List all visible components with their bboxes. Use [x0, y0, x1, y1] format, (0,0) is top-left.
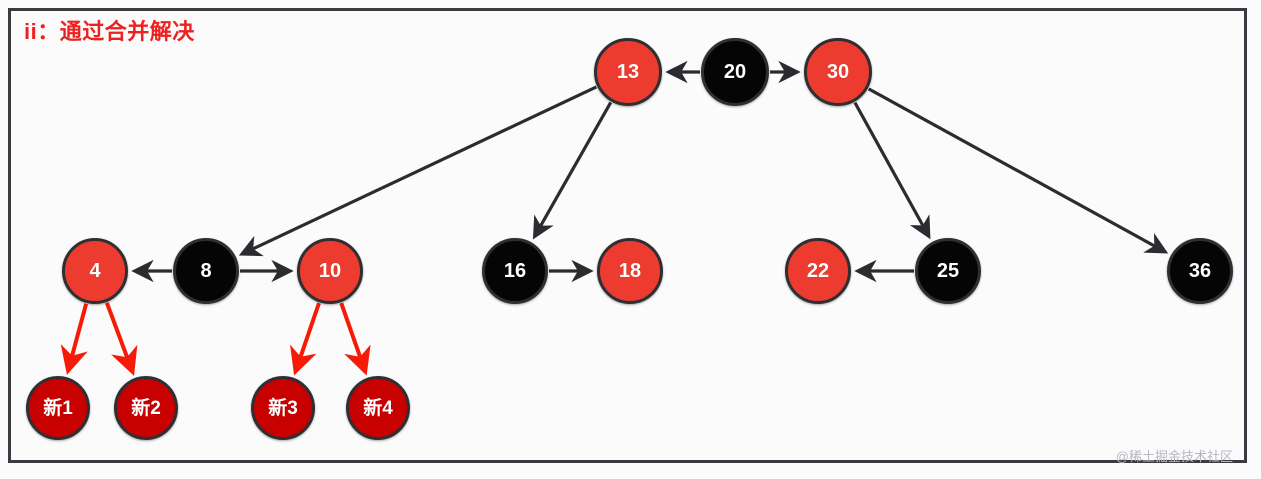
- tree-node-new1[interactable]: 新1: [26, 376, 90, 440]
- page-title: ii：通过合并解决: [24, 19, 195, 44]
- tree-node-n20[interactable]: 20: [701, 38, 769, 106]
- tree-node-label: 8: [200, 260, 212, 282]
- tree-node-label: 新4: [363, 397, 393, 419]
- tree-node-n8[interactable]: 8: [173, 238, 239, 304]
- tree-node-new4[interactable]: 新4: [346, 376, 410, 440]
- tree-node-n22[interactable]: 22: [785, 238, 851, 304]
- tree-node-new2[interactable]: 新2: [114, 376, 178, 440]
- tree-node-label: 30: [826, 61, 850, 83]
- tree-node-label: 25: [936, 260, 960, 282]
- tree-node-n25[interactable]: 25: [915, 238, 981, 304]
- tree-node-n36[interactable]: 36: [1167, 238, 1233, 304]
- tree-node-label: 36: [1188, 260, 1212, 282]
- tree-node-label: 18: [618, 260, 642, 282]
- tree-node-n13[interactable]: 13: [594, 38, 662, 106]
- tree-node-label: 16: [503, 260, 527, 282]
- tree-node-n30[interactable]: 30: [804, 38, 872, 106]
- tree-node-label: 20: [723, 61, 747, 83]
- tree-node-n4[interactable]: 4: [62, 238, 128, 304]
- tree-node-n16[interactable]: 16: [482, 238, 548, 304]
- tree-node-label: 新1: [43, 397, 73, 419]
- tree-node-label: 新3: [268, 397, 298, 419]
- tree-node-label: 22: [806, 260, 830, 282]
- tree-node-label: 10: [318, 260, 342, 282]
- tree-node-n18[interactable]: 18: [597, 238, 663, 304]
- watermark: @稀土掘金技术社区: [1115, 449, 1233, 464]
- tree-node-n10[interactable]: 10: [297, 238, 363, 304]
- tree-node-label: 新2: [131, 397, 161, 419]
- tree-node-label: 4: [89, 260, 101, 282]
- tree-node-label: 13: [616, 61, 640, 83]
- tree-node-new3[interactable]: 新3: [251, 376, 315, 440]
